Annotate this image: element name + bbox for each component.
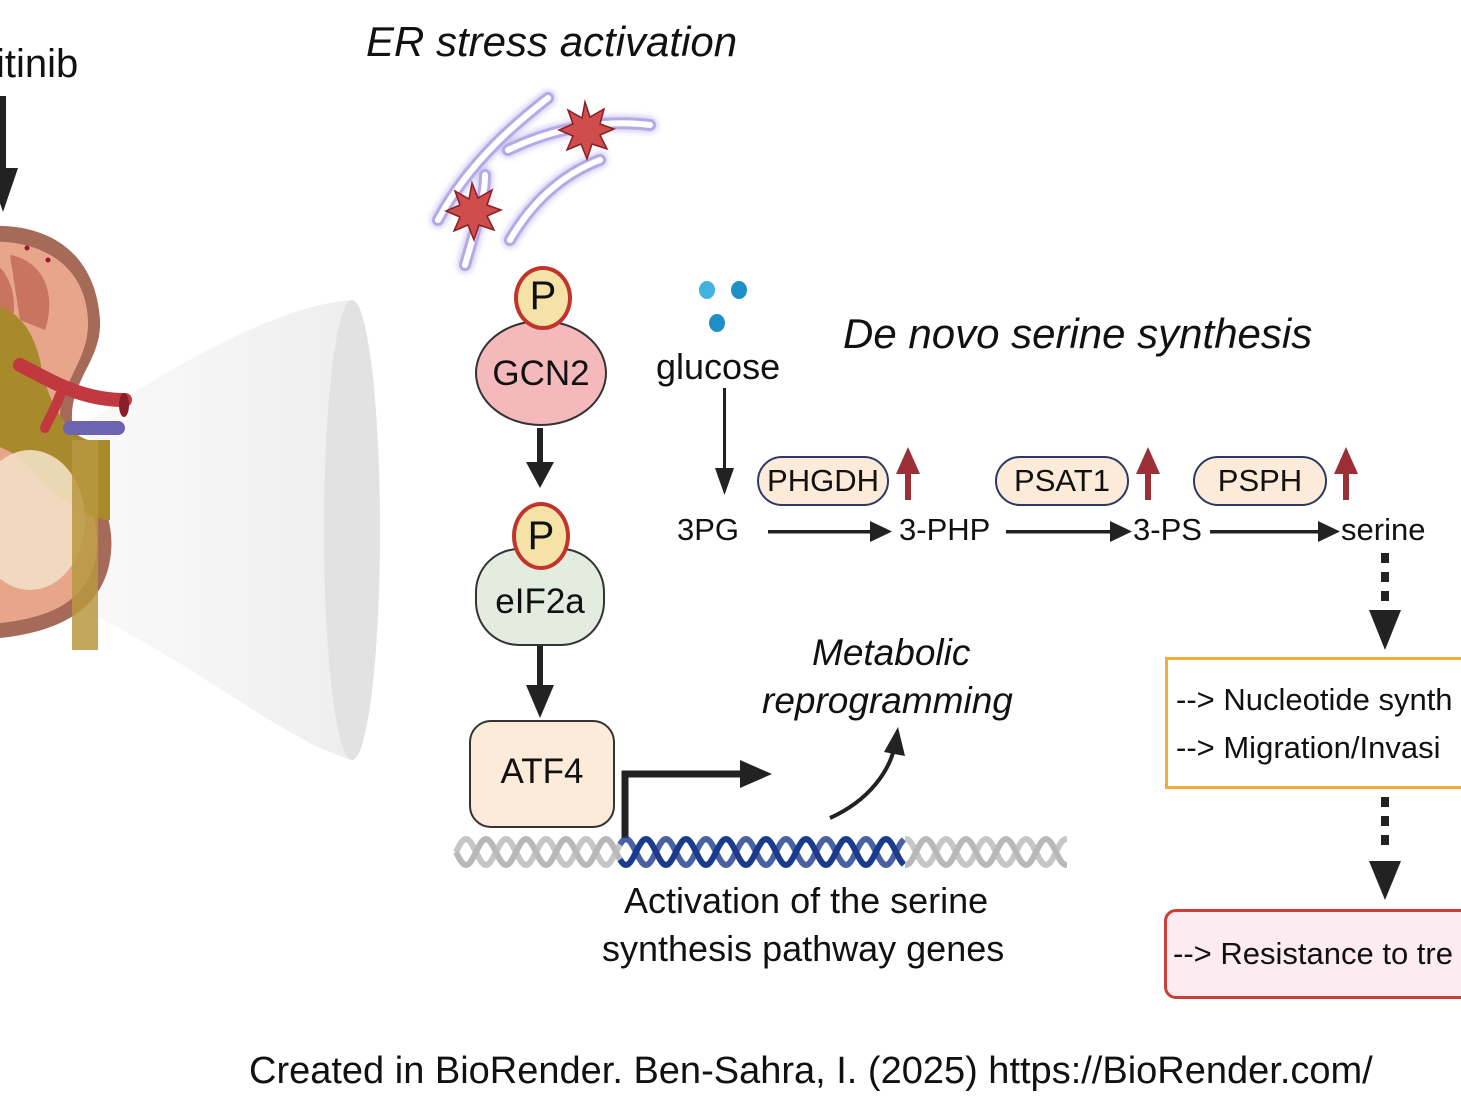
dna-inactive-left-strand (453, 835, 623, 869)
dna-inactive-left-strand (453, 835, 623, 869)
gene-activation-line1: Activation of the serine (624, 880, 989, 921)
outcome-item: --> Migration/Invasi (1176, 730, 1441, 765)
atf4-label: ATF4 (500, 752, 584, 791)
kidney-icon (0, 225, 132, 650)
atf4-node (469, 720, 615, 828)
gene-activation-line2: synthesis pathway genes (602, 928, 1005, 969)
dna-helix-icon (453, 835, 1067, 869)
outcome-box-cellular-effects: --> Nucleotide synth --> Migration/Invas… (1165, 657, 1461, 789)
signaling-arrows (526, 428, 554, 718)
enzyme-psph: PSPH (1193, 456, 1327, 506)
upregulation-arrows (896, 447, 1358, 500)
metabolite-3pg: 3PG (677, 512, 740, 547)
eif2a-phospho-label: P (527, 514, 555, 558)
reprogramming-arrow (829, 727, 905, 820)
outcome-item: --> Nucleotide synth (1176, 682, 1453, 717)
enzyme-label: PHGDH (767, 463, 879, 498)
footer-credit: Created in BioRender. Ben-Sahra, I. (202… (249, 1050, 1373, 1092)
endoplasmic-reticulum-icon (430, 90, 658, 273)
psat1-up-arrow-icon (1136, 447, 1160, 500)
glucose-to-3pg-arrow (715, 388, 734, 495)
glucose-molecules-icon (699, 281, 747, 332)
metabolite-3php: 3-PHP (899, 512, 991, 547)
reaction-arrows (768, 521, 1340, 542)
stress-starburst-icon (444, 180, 504, 243)
gcn2-phospho-label: P (529, 274, 557, 318)
outcome-item: --> Resistance to tre (1173, 936, 1453, 971)
glucose-label: glucose (656, 346, 781, 387)
gcn2-node (475, 320, 607, 426)
gcn2-label: GCN2 (492, 354, 590, 393)
stress-starburst-icon (557, 99, 617, 162)
er-stress-title: ER stress activation (366, 18, 738, 65)
enzyme-phgdh: PHGDH (757, 456, 889, 506)
dashed-arrows (1369, 553, 1401, 900)
transcription-start-arrow (621, 760, 772, 838)
metabolite-3ps: 3-PS (1133, 512, 1202, 547)
metabolic-reprogramming-line2: reprogramming (762, 680, 1013, 721)
enzyme-psat1: PSAT1 (995, 456, 1129, 506)
psph-up-arrow-icon (1334, 447, 1358, 500)
metabolite-serine: serine (1341, 512, 1426, 547)
drug-arrow (0, 96, 18, 212)
dna-inactive-right-strand (905, 836, 1067, 868)
enzyme-label: PSAT1 (1014, 463, 1110, 498)
dna-active-region-strand (617, 835, 907, 869)
serine-pathway-title: De novo serine synthesis (843, 310, 1313, 357)
metabolic-reprogramming-line1: Metabolic (812, 632, 971, 673)
phgdh-up-arrow-icon (896, 447, 920, 500)
enzyme-label: PSPH (1217, 463, 1303, 498)
magnifier-cone (60, 300, 380, 760)
eif2a-phospho-badge (512, 502, 570, 570)
drug-label: itinib (0, 42, 79, 86)
outcome-box-resistance: --> Resistance to tre (1164, 909, 1461, 999)
eif2a-label: eIF2a (495, 582, 585, 621)
dna-inactive-right-strand (905, 836, 1067, 868)
gcn2-phospho-badge (514, 266, 572, 330)
